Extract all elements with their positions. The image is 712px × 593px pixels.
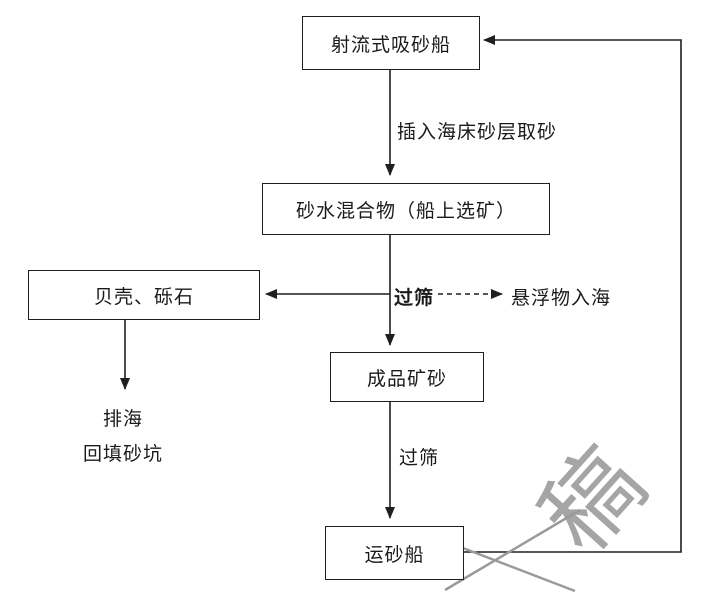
watermark-stroke-2 [454,543,576,593]
feedback-arrow-carrier-to-jetship [462,35,682,553]
node-sand-carrier-ship-label: 运砂船 [364,544,425,566]
label-backfill-sand-pit: 回填砂坑 [83,444,164,465]
node-sand-water-mixture-label: 砂水混合物（船上选矿） [295,200,516,222]
node-finished-ore-sand-label: 成品矿砂 [366,368,447,390]
node-shells-gravel-label: 贝壳、砾石 [93,286,194,308]
node-sand-water-mixture: 砂水混合物（船上选矿） [262,183,550,235]
node-finished-ore-sand: 成品矿砂 [330,352,484,402]
node-sand-carrier-ship: 运砂船 [325,526,464,580]
label-discharge-to-sea: 排海 [103,409,144,430]
watermark-stroke-1 [444,508,581,592]
edge-label-sieve-1: 过筛 [394,288,435,309]
label-suspended-to-sea: 悬浮物入海 [511,288,612,309]
node-jet-suction-ship-label: 射流式吸砂船 [330,34,451,56]
edge-label-sieve-2: 过筛 [399,448,440,469]
node-shells-gravel: 贝壳、砾石 [28,270,260,320]
edge-label-insert-seabed: 插入海床砂层取砂 [397,122,558,143]
node-jet-suction-ship: 射流式吸砂船 [302,16,480,70]
